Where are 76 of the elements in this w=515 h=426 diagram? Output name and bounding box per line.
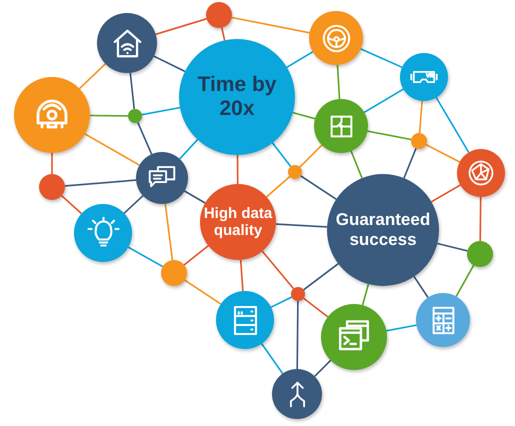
- connector-line: [240, 260, 244, 292]
- connector-line: [362, 284, 370, 306]
- connector-line: [78, 63, 106, 90]
- icon-circle: [272, 369, 322, 419]
- connector-line: [64, 179, 136, 187]
- connector-line: [124, 195, 144, 214]
- connector-line: [413, 276, 429, 298]
- connector-line: [51, 153, 53, 174]
- dot: [291, 287, 305, 301]
- connector-line: [61, 195, 82, 214]
- connector-line: [286, 51, 314, 68]
- icon-circle: [74, 204, 132, 262]
- connector-line: [314, 360, 332, 377]
- connector-line: [292, 112, 316, 120]
- connector-line: [128, 246, 164, 268]
- connector-line: [137, 122, 152, 155]
- connector-line: [303, 298, 328, 318]
- connector-line: [296, 301, 299, 369]
- connector-line: [184, 280, 222, 305]
- connector-line: [142, 106, 180, 116]
- circle-label: Guaranteed success: [334, 210, 432, 250]
- circle-label: High data quality: [202, 204, 274, 240]
- connector-line: [299, 144, 322, 168]
- connector-line: [426, 144, 460, 163]
- connector-line: [221, 28, 226, 40]
- icon-circle: [416, 293, 470, 347]
- connector-line: [436, 97, 470, 153]
- connector-line: [386, 324, 417, 332]
- circle-node: [327, 174, 439, 286]
- dot: [288, 165, 302, 179]
- icon-circle: [457, 149, 505, 197]
- connector-line: [270, 296, 292, 308]
- connector-line: [236, 155, 238, 184]
- connector-line: [232, 16, 310, 34]
- connector-line: [164, 204, 174, 260]
- connector-line: [336, 64, 340, 100]
- connector-line: [431, 184, 461, 202]
- connector-line: [261, 343, 284, 374]
- dot: [161, 260, 187, 286]
- connector-line: [364, 88, 404, 113]
- connector-line: [367, 130, 412, 140]
- connector-line: [84, 133, 140, 166]
- connector-line: [303, 263, 339, 290]
- connector-line: [276, 223, 328, 228]
- connector-line: [360, 48, 402, 68]
- dot: [39, 174, 65, 200]
- connector-line: [456, 264, 474, 297]
- icon-circle: [136, 152, 188, 204]
- connector-line: [184, 245, 209, 266]
- icon-circle: [216, 291, 274, 349]
- icon-circle: [321, 304, 387, 370]
- dot: [411, 133, 427, 149]
- icon-circle: [400, 53, 448, 101]
- connector-line: [262, 250, 294, 290]
- connector-line: [266, 176, 290, 198]
- connector-line: [90, 114, 128, 117]
- dot: [467, 241, 493, 267]
- connector-line: [154, 55, 186, 72]
- dot: [206, 2, 232, 28]
- connector-line: [184, 190, 206, 204]
- connector-line: [179, 139, 198, 160]
- icon-circle: [97, 13, 157, 73]
- circle-label: Time by 20x: [196, 72, 278, 122]
- dot: [128, 109, 142, 123]
- connector-line: [403, 148, 417, 178]
- connector-line: [350, 150, 363, 178]
- circle-node: [200, 184, 276, 260]
- connector-line: [155, 18, 207, 36]
- connector-line: [130, 72, 135, 110]
- icon-circle: [309, 11, 363, 65]
- connector-line: [418, 100, 423, 134]
- connector-line: [437, 242, 468, 252]
- connector-line: [300, 175, 337, 200]
- connector-line: [479, 197, 482, 241]
- connector-line: [272, 142, 292, 167]
- icon-circle: [314, 99, 368, 153]
